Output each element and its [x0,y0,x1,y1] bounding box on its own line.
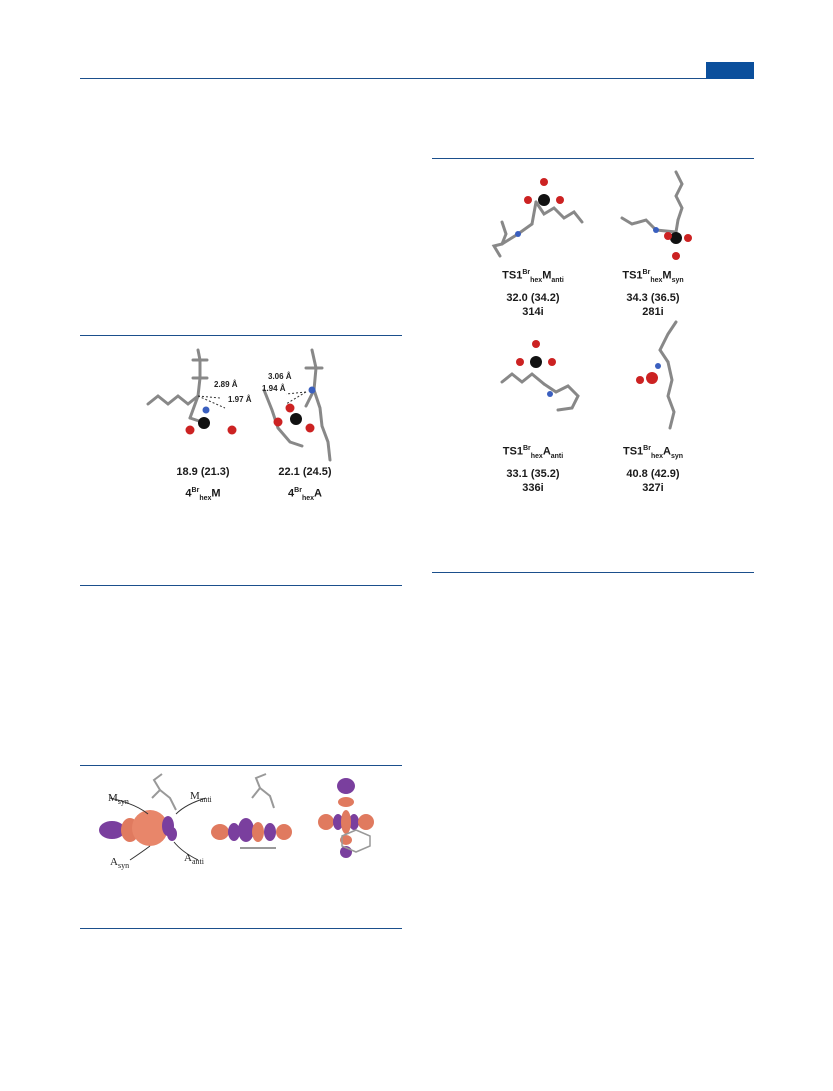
ts-name: TS1BrhexAsyn [622,445,684,460]
fig-4-structures: 2.89 Å 1.97 Å 3.06 Å 1.94 Å 18.9 (21.3) … [80,338,402,583]
label-a-anti: Aanti [184,852,204,867]
label-m-syn: Msyn [108,792,129,807]
ts-name: TS1BrhexAanti [502,445,564,460]
fig-orbitals: Msyn Manti Asyn Aanti [80,768,402,926]
fig-ts-top-rule [432,158,754,159]
fig-ts-bottom-rule [432,572,754,573]
fig-4-bottom-rule [80,585,402,586]
energy-value: 32.0 (34.2) [506,291,560,304]
fig-4-top-rule [80,335,402,336]
label-m-anti: Manti [190,790,212,805]
frequency-value: 281i [642,305,664,318]
energy-value: 33.1 (35.2) [506,467,560,480]
compound-label-4-hexA: 22.1 (24.5) 4BrhexA [260,465,350,506]
energy-value: 40.8 (42.9) [626,467,680,480]
ts-molecules-image [491,170,692,430]
distance-label-2: 1.97 Å [228,395,252,404]
label-a-syn: Asyn [110,856,130,871]
ts-name: TS1BrhexManti [502,269,564,284]
ts-label-M-syn: TS1BrhexMsyn 34.3 (36.5) 281i [608,266,698,319]
fig-ts-structures: TS1BrhexManti 32.0 (34.2) 314i TS1BrhexM… [432,162,754,570]
ts-label-A-syn: TS1BrhexAsyn 40.8 (42.9) 327i [608,442,698,495]
frequency-value: 314i [522,305,544,318]
ts-label-A-anti: TS1BrhexAanti 33.1 (35.2) 336i [488,442,578,495]
energy-value: 34.3 (36.5) [626,291,680,304]
compound-name: 4BrhexM [185,487,221,502]
molecule-4-hexM-image [146,348,332,462]
orbital-isosurfaces-image [99,773,374,861]
distance-label-3: 3.06 Å [268,372,292,381]
ts-name: TS1BrhexMsyn [622,269,684,284]
fig-orbital-bottom-rule [80,928,402,929]
compound-name: 4BrhexA [288,487,322,502]
header-tab [706,62,754,79]
frequency-value: 327i [642,481,664,494]
ts-label-M-anti: TS1BrhexManti 32.0 (34.2) 314i [488,266,578,319]
energy-value: 18.9 (21.3) [176,466,230,478]
frequency-value: 336i [522,481,544,494]
distance-label-4: 1.94 Å [262,384,286,393]
compound-label-4-hexM: 18.9 (21.3) 4BrhexM [158,465,248,506]
energy-value: 22.1 (24.5) [278,466,332,478]
header-rule [80,78,754,79]
fig-orbital-top-rule [80,765,402,766]
distance-label-1: 2.89 Å [214,380,238,389]
